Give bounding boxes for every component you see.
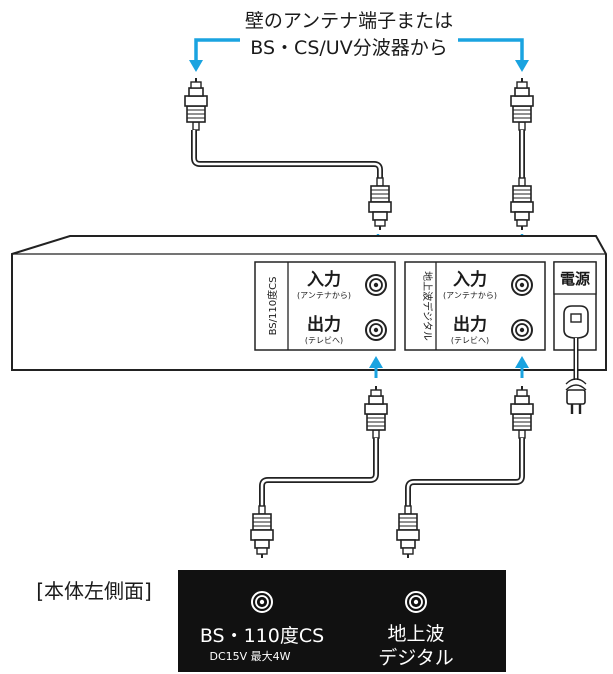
power-label: 電源 bbox=[560, 270, 590, 288]
panel-bs-label: BS・110度CS bbox=[200, 625, 324, 647]
bs-in-sub: (アンテナから) bbox=[297, 291, 351, 300]
side-panel bbox=[178, 570, 506, 672]
bottom-left-panel-plug bbox=[250, 505, 274, 559]
terr-vertical-label: 地上波デジタル bbox=[421, 271, 434, 341]
bottom-right-cable bbox=[405, 438, 525, 506]
top-right-plug bbox=[511, 78, 533, 130]
side-view-label: [本体左側面] bbox=[36, 579, 152, 603]
wall-arrow-left bbox=[189, 38, 240, 72]
terr-out-sub: (テレビへ) bbox=[451, 336, 489, 345]
bs-in-label: 入力 bbox=[307, 269, 341, 290]
bs-out-jack bbox=[365, 319, 387, 341]
terr-in-sub: (アンテナから) bbox=[443, 291, 497, 300]
bottom-left-box-plug bbox=[365, 386, 387, 438]
power-cord bbox=[565, 338, 587, 414]
bottom-left-cable bbox=[259, 438, 379, 506]
power-socket-icon bbox=[563, 305, 589, 339]
title-line-1: 壁のアンテナ端子または bbox=[245, 10, 453, 32]
terr-in-label: 入力 bbox=[453, 269, 487, 290]
wall-arrow-right bbox=[458, 38, 529, 72]
out-arrow-right bbox=[515, 356, 529, 378]
bs-vertical-label: BS/110度CS bbox=[266, 277, 279, 336]
panel-terr-label-2: デジタル bbox=[378, 647, 454, 669]
bs-out-sub: (テレビへ) bbox=[305, 336, 343, 345]
bs-out-label: 出力 bbox=[307, 314, 341, 335]
terr-in-jack bbox=[511, 274, 533, 296]
panel-terr-jack bbox=[405, 591, 427, 613]
top-left-cable bbox=[191, 130, 383, 178]
top-left-box-plug bbox=[368, 177, 392, 231]
bottom-right-panel-plug bbox=[396, 505, 420, 559]
panel-terr-label-1: 地上波 bbox=[387, 623, 444, 645]
bottom-right-box-plug bbox=[511, 386, 533, 438]
top-left-plug bbox=[185, 78, 207, 130]
out-arrow-left bbox=[369, 356, 383, 378]
terr-out-label: 出力 bbox=[453, 314, 487, 335]
terr-out-jack bbox=[511, 319, 533, 341]
panel-bs-jack bbox=[251, 591, 273, 613]
top-right-box-plug bbox=[510, 177, 534, 231]
title-line-2: BS・CS/UV分波器から bbox=[250, 37, 447, 59]
bs-in-jack bbox=[365, 274, 387, 296]
panel-bs-power: DC15V 最大4W bbox=[209, 649, 290, 663]
